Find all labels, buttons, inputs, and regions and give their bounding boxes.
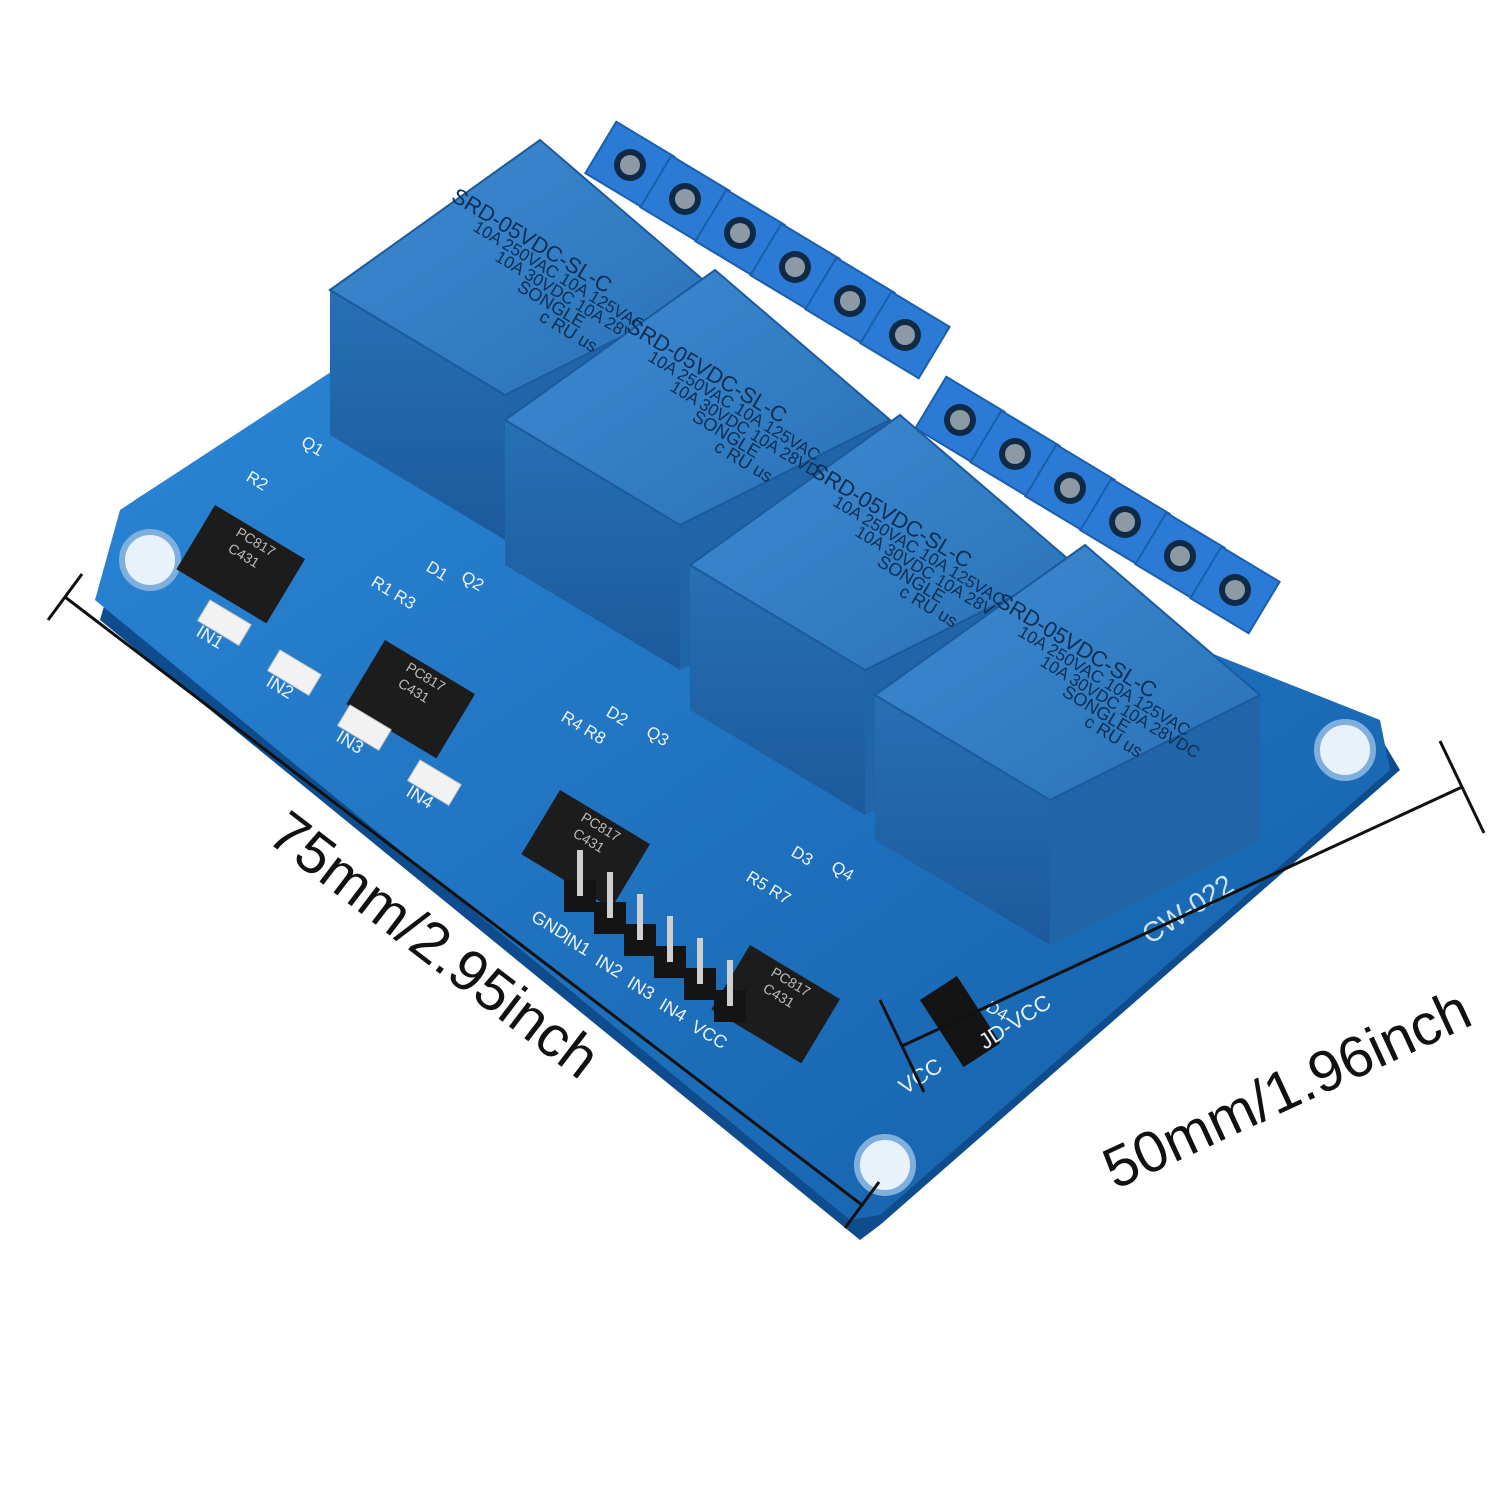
header-pin: VCC: [688, 960, 746, 1053]
mounting-hole: [854, 1134, 916, 1196]
length-tick-end: [843, 1181, 881, 1229]
mounting-hole: [119, 529, 181, 591]
pcb-surface: [95, 330, 1390, 1220]
jumper-cap: [920, 976, 1001, 1068]
terminal-screw: [1189, 545, 1281, 635]
length-tick-start: [46, 573, 84, 621]
length-dimension-line: [64, 595, 863, 1207]
width-tick-end: [1438, 740, 1486, 834]
screw-terminal-block: [584, 120, 1281, 635]
terminal-screw: [859, 290, 951, 380]
width-dimension-line: [901, 785, 1463, 1048]
width-label: 50mm/1.96inch: [1093, 976, 1480, 1201]
mounting-hole: [1314, 719, 1376, 781]
width-tick-start: [878, 999, 926, 1093]
mounting-holes: [119, 529, 1376, 1196]
